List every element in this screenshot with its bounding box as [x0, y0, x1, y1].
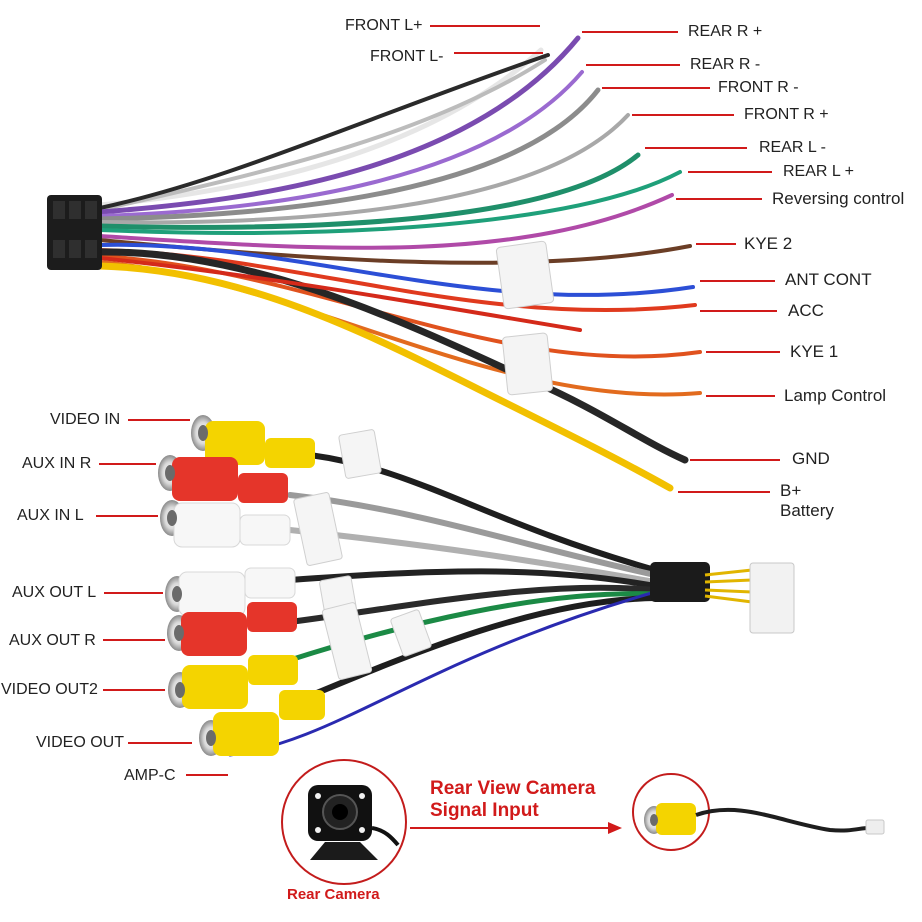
wire-red-extra — [98, 256, 582, 332]
rca-video-out2 — [168, 655, 298, 709]
label-video-in: VIDEO IN — [50, 411, 121, 428]
rca-aux-out-l — [165, 567, 296, 617]
wire-gnd — [96, 248, 689, 464]
label-acc: ACC — [788, 301, 824, 320]
label-rear-r-minus: REAR R - — [690, 56, 761, 73]
rca-aux-in-r — [158, 455, 288, 503]
label-rear-r-plus: REAR R + — [688, 23, 763, 40]
label-gnd: GND — [792, 449, 830, 468]
label-b-plus: B+ — [780, 481, 802, 500]
top-harness-wires — [96, 35, 702, 492]
rca-video-in — [191, 415, 315, 468]
label-front-r-plus: FRONT R + — [744, 106, 829, 123]
label-rear-l-plus: REAR L + — [783, 163, 854, 180]
av-wire-gray2 — [287, 527, 658, 585]
wire-black-top — [98, 53, 550, 210]
label-front-l-minus: FRONT L- — [370, 48, 444, 65]
callout-lines-left — [96, 419, 228, 776]
camera-title-line1: Rear View Camera — [430, 778, 596, 799]
wire-reversing — [98, 193, 674, 250]
rca-plugs — [158, 415, 325, 756]
rear-camera-illustration — [281, 759, 407, 885]
label-kye1: KYE 1 — [790, 342, 839, 361]
wire-ant-cont — [98, 242, 695, 297]
av-harness-wires — [228, 452, 658, 757]
label-aux-in-r: AUX IN R — [22, 455, 92, 472]
label-battery: Battery — [780, 501, 834, 520]
av-connector — [650, 562, 795, 634]
camera-rca-input — [632, 773, 885, 851]
wire-front-r-plus — [98, 113, 630, 225]
callout-lines — [430, 25, 780, 493]
label-video-out: VIDEO OUT — [36, 734, 125, 751]
label-ant-cont: ANT CONT — [785, 270, 872, 289]
wire-rear-l-plus — [98, 170, 682, 235]
wire-front-l-minus — [98, 58, 547, 212]
label-front-l-plus: FRONT L+ — [345, 17, 423, 34]
rca-aux-out-r — [167, 602, 297, 656]
rca-video-out — [199, 690, 325, 756]
camera-signal-title: Rear View Camera Signal Input — [430, 778, 595, 822]
label-rear-l-minus: REAR L - — [759, 139, 826, 156]
av-wire-black4 — [297, 595, 658, 703]
label-video-out2: VIDEO OUT2 — [1, 681, 98, 698]
av-wire-gray1 — [287, 492, 658, 578]
signal-arrow — [410, 822, 622, 834]
label-amp-c: AMP-C — [124, 767, 176, 784]
label-aux-in-l: AUX IN L — [17, 507, 84, 524]
camera-title-line2: Signal Input — [430, 800, 539, 821]
wire-rear-l-minus — [97, 152, 641, 230]
wire-lamp — [98, 260, 702, 397]
rca-aux-in-l — [160, 500, 291, 548]
wire-rear-r-plus — [97, 35, 581, 215]
rear-camera-label: Rear Camera — [287, 886, 380, 903]
label-aux-out-r: AUX OUT R — [9, 632, 96, 649]
label-aux-out-l: AUX OUT L — [12, 584, 97, 601]
label-front-r-minus: FRONT R - — [718, 79, 799, 96]
wire-tags — [495, 240, 555, 396]
top-connector — [47, 195, 102, 270]
label-kye2: KYE 2 — [744, 234, 793, 253]
label-lamp-control: Lamp Control — [784, 386, 887, 405]
wire-bplus — [96, 262, 674, 492]
wire-rear-r-minus — [98, 70, 584, 218]
label-reversing-control: Reversing control — [772, 189, 905, 208]
av-wire-tags — [293, 429, 432, 680]
wire-front-r-minus — [97, 87, 601, 222]
